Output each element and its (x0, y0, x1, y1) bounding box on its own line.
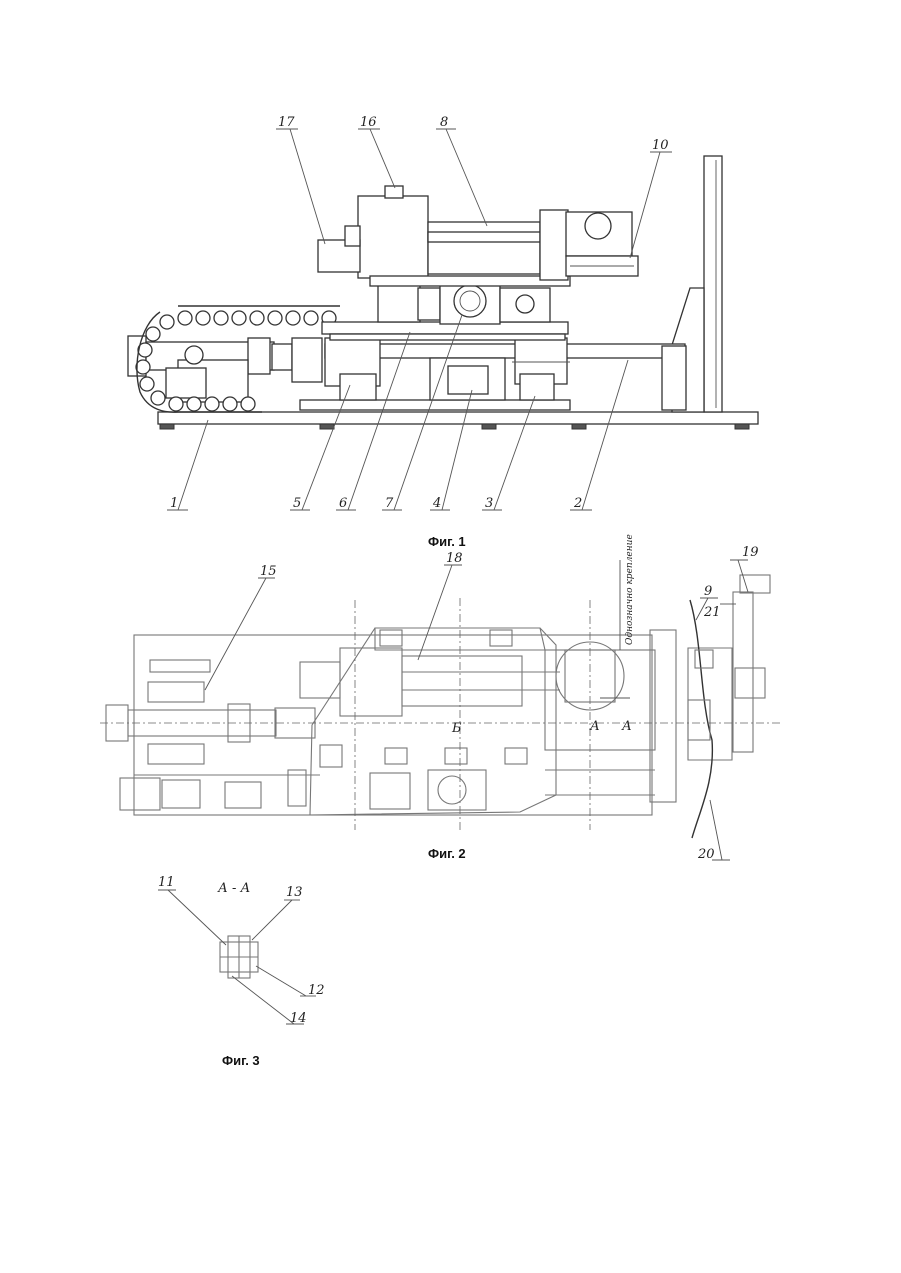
fig2-label-9: 9 (704, 584, 712, 599)
fig1-label-17: 17 (278, 115, 295, 130)
figure-3-drawing (220, 936, 258, 978)
fig1-label-7: 7 (385, 496, 394, 511)
figure-2-drawing (100, 575, 780, 838)
fig2-label-15: 15 (260, 564, 277, 579)
fig2-label-20: 20 (697, 847, 715, 862)
fig1-label-8: 8 (440, 115, 448, 130)
fig1-label-6: 6 (339, 496, 347, 511)
fig1-label-1: 1 (170, 496, 178, 511)
figure-3-caption: Фиг. 3 (222, 1053, 260, 1068)
figure-1-caption: Фиг. 1 (428, 534, 466, 549)
fig3-label-section: А - А (217, 881, 250, 896)
fig3-label-13: 13 (286, 885, 303, 900)
fig2-side-note: Однозначно крепление (625, 534, 635, 645)
figure-2-caption: Фиг. 2 (428, 846, 466, 861)
fig1-label-16: 16 (360, 115, 377, 130)
fig1-label-4: 4 (432, 496, 441, 511)
fig2-label-a-right: А (621, 719, 632, 734)
fig3-label-12: 12 (308, 983, 325, 998)
fig3-label-11: 11 (158, 875, 175, 890)
fig2-label-b: Б (451, 721, 462, 736)
fig3-label-14: 14 (290, 1011, 307, 1026)
fig2-label-a-left: А (589, 719, 600, 734)
fig2-label-21: 21 (703, 605, 721, 620)
fig1-label-10: 10 (652, 138, 669, 153)
figure-1-drawing (128, 156, 758, 429)
fig1-label-2: 2 (573, 496, 582, 511)
fig1-label-5: 5 (293, 496, 301, 511)
fig2-label-19: 19 (742, 545, 759, 560)
fig2-label-18: 18 (446, 551, 463, 566)
fig1-label-3: 3 (485, 496, 493, 511)
